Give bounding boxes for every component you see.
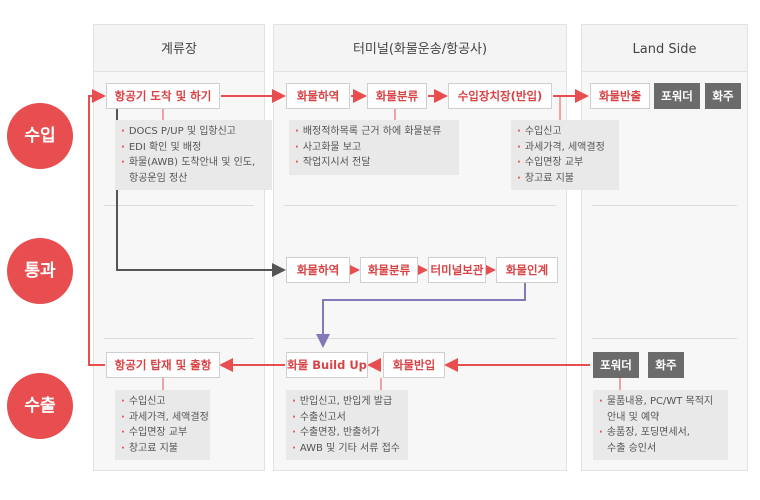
- note-export-landside: 물품내용, PC/WT 목적지 안내 및 예약 송품장, 포딩면세서, 수출 승…: [593, 390, 728, 460]
- phase-import-circle: 수입: [7, 103, 73, 169]
- import-forwarder: 포워더: [654, 83, 700, 109]
- step-import-sort: 화물분류: [367, 83, 427, 109]
- step-aircraft-loading: 항공기 탑재 및 출항: [106, 352, 220, 378]
- note-line: 반입신고, 반입게 발급: [292, 394, 402, 410]
- export-shipper: 화주: [648, 352, 684, 378]
- export-to-import-loop: [88, 89, 106, 366]
- row-divider: [284, 205, 556, 206]
- step-cargo-release: 화물반출: [590, 83, 650, 109]
- note-line: 배정적하목록 근거 하에 화물분류: [295, 124, 453, 140]
- export-forwarder: 포워더: [593, 352, 639, 378]
- note-line: AWB 및 기타 서류 접수: [292, 441, 402, 457]
- step-cargo-transfer: 화물인계: [496, 257, 558, 283]
- step-terminal-storage: 터미널보관: [428, 257, 486, 283]
- import-shipper: 화주: [705, 83, 741, 109]
- column-header-terminal: 터미널(화물운송/항공사): [274, 25, 566, 72]
- note-line: 수입면장 교부: [121, 425, 204, 441]
- step-transit-sort: 화물분류: [360, 257, 418, 283]
- note-import-terminal: 배정적하목록 근거 하에 화물분류 사고화물 보고 작업지시서 전달: [289, 120, 459, 175]
- note-line: 수출신고서: [292, 410, 402, 426]
- step-aircraft-arrival: 항공기 도착 및 하기: [106, 83, 220, 109]
- row-divider: [104, 205, 254, 206]
- phase-transit-circle: 통과: [7, 238, 73, 304]
- phase-export-circle: 수출: [7, 373, 73, 439]
- note-line: 사고화물 보고: [295, 140, 453, 156]
- note-line: 과세가격, 세액결정: [121, 410, 209, 426]
- step-import-unload: 화물하역: [286, 83, 350, 109]
- step-import-storage: 수입장치장(반입): [448, 83, 552, 109]
- row-divider: [284, 338, 556, 339]
- note-line: 작업지시서 전달: [295, 155, 453, 171]
- note-line: 항공운임 정산: [129, 172, 188, 184]
- step-cargo-in: 화물반입: [383, 352, 445, 378]
- note-line: 화물(AWB) 도착안내 및 인도,: [121, 155, 266, 171]
- note-line: 수출 승인서: [607, 442, 657, 454]
- note-line: EDI 확인 및 배정: [121, 140, 266, 156]
- note-line: DOCS P/UP 및 입항신고: [121, 124, 266, 140]
- note-line: 창고료 지불: [121, 441, 204, 457]
- column-header-apron: 계류장: [94, 25, 264, 72]
- step-build-up: 화물 Build Up: [286, 352, 368, 378]
- note-export-terminal: 반입신고, 반입게 발급 수출신고서 수출면장, 반출허가 AWB 및 기타 서…: [286, 390, 408, 460]
- note-line: 수입신고: [517, 124, 613, 140]
- note-import-landside: 수입신고 과세가격, 세액결정 수입면장 교부 창고료 지불: [511, 120, 619, 190]
- note-line: 수입신고: [121, 394, 204, 410]
- note-line: 안내 및 예약: [607, 411, 660, 423]
- column-header-landside: Land Side: [582, 25, 747, 72]
- note-line: 물품내용, PC/WT 목적지: [599, 394, 722, 410]
- row-divider: [592, 205, 737, 206]
- note-line: 과세가격, 세액결정: [517, 140, 613, 156]
- row-divider: [104, 338, 254, 339]
- row-divider: [592, 338, 737, 339]
- note-arrival: DOCS P/UP 및 입항신고 EDI 확인 및 배정 화물(AWB) 도착안…: [115, 120, 272, 190]
- note-line: 창고료 지불: [517, 171, 613, 187]
- note-export-apron: 수입신고 과세가격, 세액결정 수입면장 교부 창고료 지불: [115, 390, 210, 460]
- note-line: 수출면장, 반출허가: [292, 425, 402, 441]
- transit-to-export-path: [316, 283, 526, 348]
- step-transit-unload: 화물하역: [286, 257, 350, 283]
- note-line: 수입면장 교부: [517, 155, 613, 171]
- note-line: 송품장, 포딩면세서,: [599, 425, 722, 441]
